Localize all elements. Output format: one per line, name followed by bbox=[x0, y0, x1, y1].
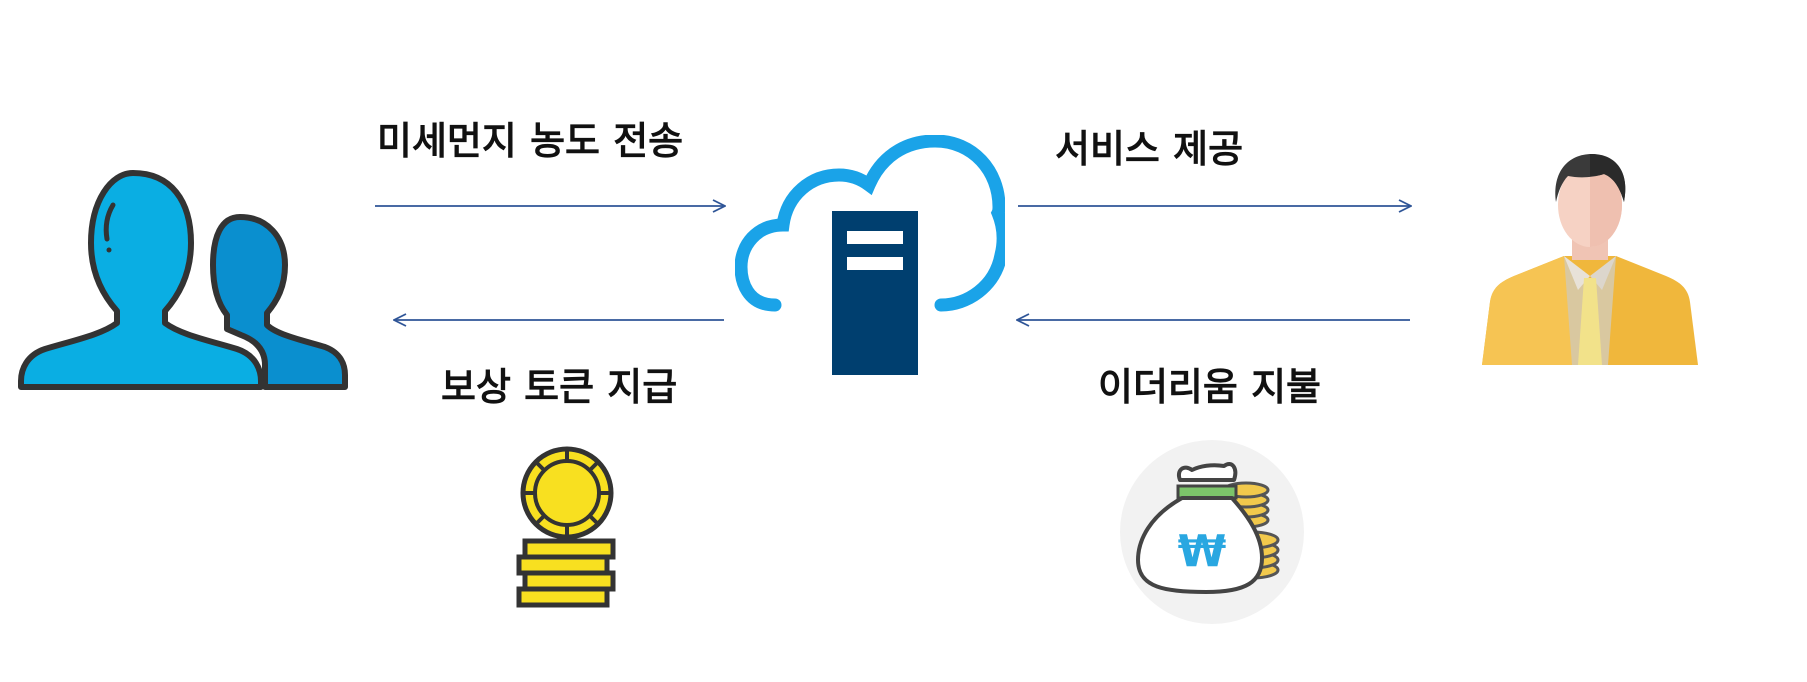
coin-stack-icon bbox=[515, 445, 620, 615]
users-icon bbox=[15, 165, 351, 390]
label-provide-service: 서비스 제공 bbox=[1055, 127, 1244, 171]
cloud-server-icon bbox=[734, 134, 1010, 375]
business-person-icon bbox=[1468, 150, 1712, 365]
label-send-concentration: 미세먼지 농도 전송 bbox=[377, 119, 684, 163]
money-bag-icon: ₩ bbox=[1120, 440, 1305, 625]
label-pay-reward-token: 보상 토큰 지급 bbox=[441, 365, 678, 409]
label-pay-ethereum: 이더리움 지불 bbox=[1098, 365, 1321, 409]
currency-symbol: ₩ bbox=[1178, 526, 1227, 577]
